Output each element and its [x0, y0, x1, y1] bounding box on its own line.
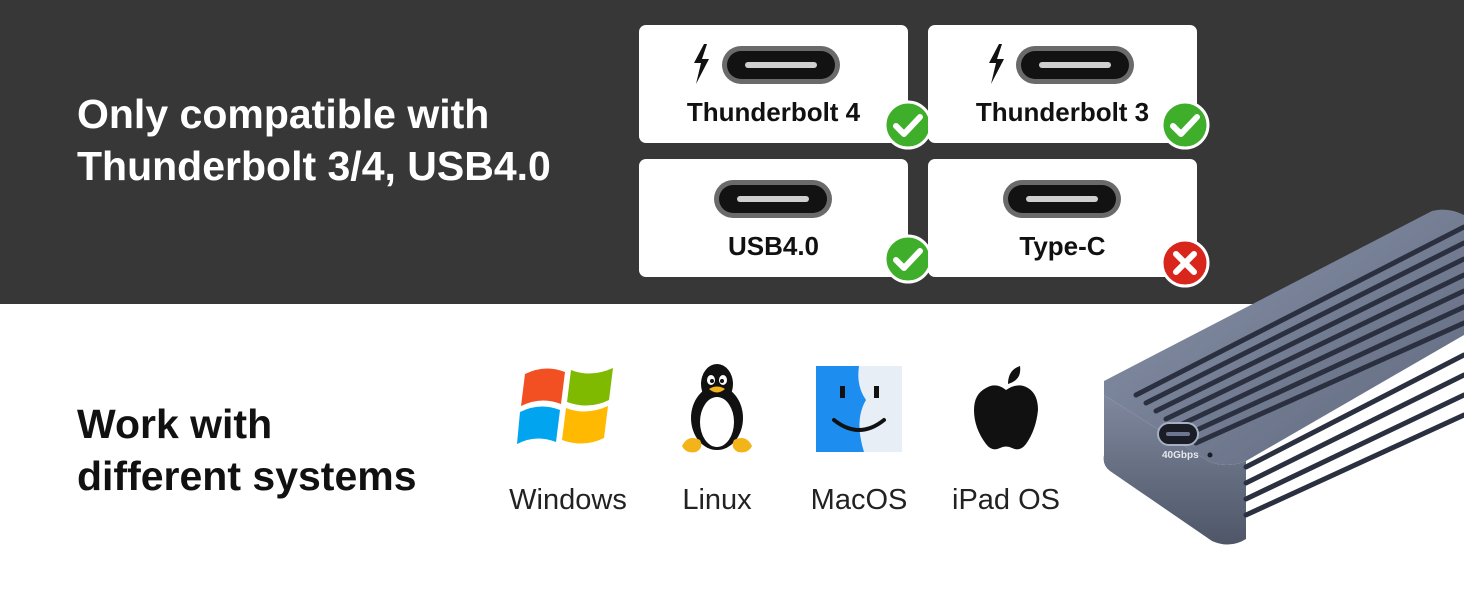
check-icon [883, 234, 933, 284]
compatibility-heading: Only compatible with Thunderbolt 3/4, US… [77, 88, 551, 192]
port-marking: 40Gbps [1162, 450, 1199, 461]
os-label: iPad OS [952, 484, 1060, 516]
port-card-type-c: Type-C [928, 159, 1197, 277]
thunderbolt-bolt-icon [989, 44, 1004, 84]
ssd-enclosure-image: 40Gbps [1103, 209, 1464, 545]
os-label: MacOS [810, 484, 908, 516]
os-windows: Windows [507, 360, 629, 517]
macos-finder-icon [816, 366, 902, 452]
os-label: Linux [682, 484, 752, 516]
port-card-thunderbolt-3: Thunderbolt 3 [928, 25, 1197, 143]
compatibility-heading-line1: Only compatible with [77, 91, 490, 137]
port-label: Type-C [1019, 231, 1106, 261]
systems-heading-line1: Work with [77, 401, 273, 447]
thunderbolt-bolt-icon [694, 44, 709, 84]
usb-c-connector-icon [1003, 180, 1121, 218]
systems-heading-line2: different systems [77, 453, 417, 499]
port-card-thunderbolt-4: Thunderbolt 4 [639, 25, 908, 143]
apple-logo-icon [974, 366, 1038, 450]
systems-heading: Work with different systems [77, 398, 417, 502]
port-card-usb4: USB4.0 [639, 159, 908, 277]
cross-icon [1160, 238, 1210, 288]
os-macos: MacOS [803, 360, 915, 517]
windows-logo-icon [517, 368, 613, 444]
usb-c-connector-icon [1016, 46, 1134, 84]
port-label: Thunderbolt 4 [686, 97, 861, 127]
check-icon [1160, 100, 1210, 150]
linux-penguin-icon [682, 364, 752, 453]
os-label: Windows [509, 484, 627, 516]
compatibility-heading-line2: Thunderbolt 3/4, USB4.0 [77, 143, 551, 189]
os-linux: Linux [672, 360, 762, 517]
usb-c-connector-icon [714, 180, 832, 218]
os-ipados: iPad OS [950, 360, 1062, 517]
port-label: USB4.0 [727, 231, 820, 261]
usb-c-connector-icon [722, 46, 840, 84]
port-label: Thunderbolt 3 [975, 97, 1150, 127]
check-icon [883, 100, 933, 150]
